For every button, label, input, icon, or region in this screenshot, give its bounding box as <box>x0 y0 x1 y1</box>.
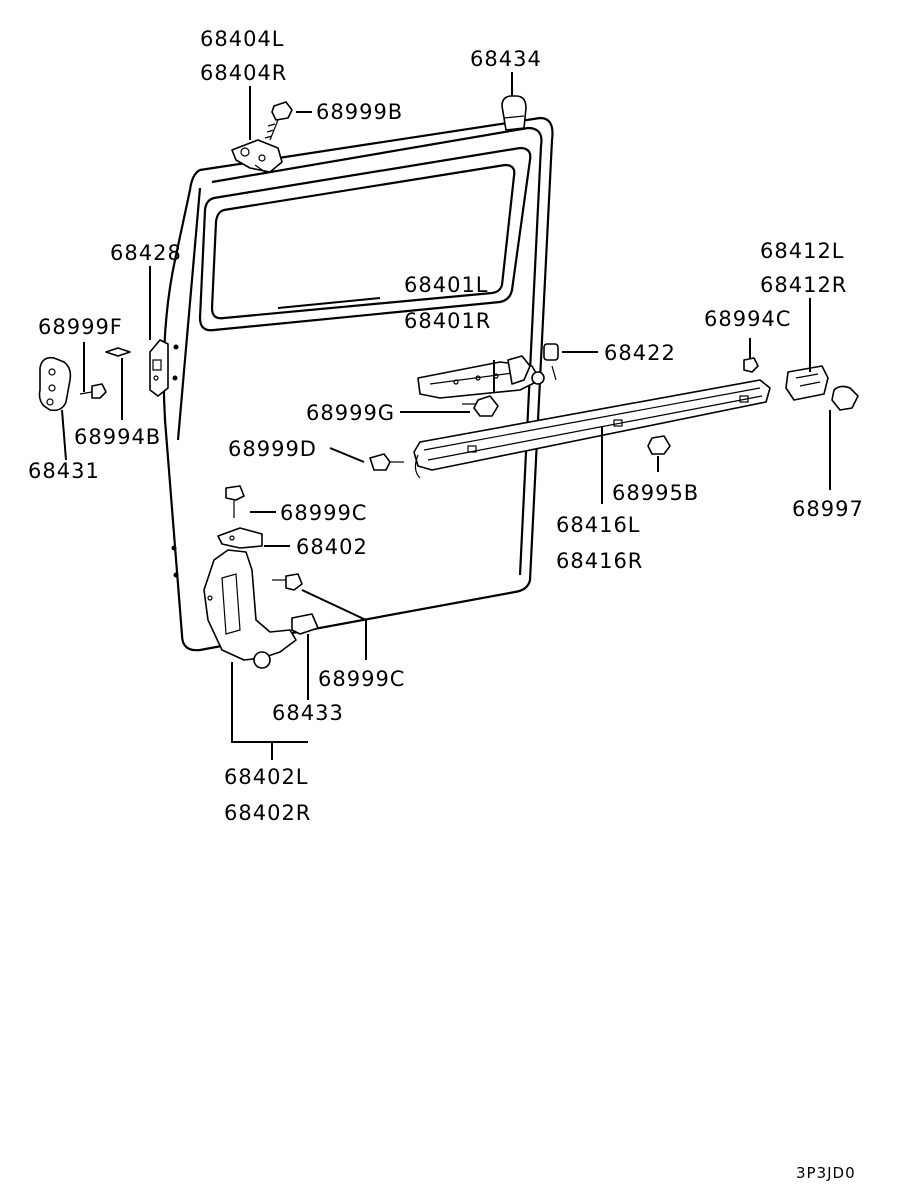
label-68999C-top: 68999C <box>280 501 367 525</box>
label-68401R: 68401R <box>404 309 491 333</box>
drawing-code: 3P3JD0 <box>796 1164 856 1182</box>
end-stopper-68412 <box>785 365 829 401</box>
label-68434: 68434 <box>470 47 542 71</box>
screw-68994B <box>105 347 131 357</box>
sleeve-68422 <box>543 343 559 361</box>
cap-68434 <box>501 95 527 131</box>
label-68404R: 68404R <box>200 61 287 85</box>
striker-68428 <box>149 339 169 397</box>
part-labels: 68404L 68404R 68999B 68434 68428 68401L … <box>28 27 864 1182</box>
bolt-68999C-top <box>225 485 245 518</box>
bolt-68999C-bottom <box>272 573 303 591</box>
bolt-68999D <box>369 453 404 471</box>
label-68404L: 68404L <box>200 27 285 51</box>
upper-hinge-part <box>231 139 283 173</box>
label-68412L: 68412L <box>760 239 845 263</box>
label-68402: 68402 <box>296 535 368 559</box>
label-68994C: 68994C <box>704 307 791 331</box>
label-68428: 68428 <box>110 241 182 265</box>
screw-68994C <box>743 357 759 373</box>
label-68994B: 68994B <box>74 425 161 449</box>
label-68999B: 68999B <box>316 100 403 124</box>
label-68412R: 68412R <box>760 273 847 297</box>
label-68999C-bottom: 68999C <box>318 667 405 691</box>
label-68402R: 68402R <box>224 801 311 825</box>
guide-68433 <box>291 613 319 635</box>
plate-68402 <box>217 527 263 549</box>
label-68402L: 68402L <box>224 765 309 789</box>
label-68999G: 68999G <box>306 401 395 425</box>
label-68401L: 68401L <box>404 273 489 297</box>
leader-lines <box>61 72 831 760</box>
label-68416L: 68416L <box>556 513 641 537</box>
label-68416R: 68416R <box>556 549 643 573</box>
bolt-68999B <box>264 101 293 141</box>
center-roller-68401 <box>417 355 557 399</box>
label-68422: 68422 <box>604 341 676 365</box>
label-68995B: 68995B <box>612 481 699 505</box>
rail-68416 <box>413 379 771 479</box>
bracket-68431 <box>38 356 72 412</box>
label-68431: 68431 <box>28 459 100 483</box>
label-68997: 68997 <box>792 497 864 521</box>
label-68999D: 68999D <box>228 437 317 461</box>
label-68433: 68433 <box>272 701 344 725</box>
door-panel <box>162 116 554 652</box>
label-68999F: 68999F <box>38 315 123 339</box>
lower-hinge-68402 <box>203 549 297 669</box>
nut-68995B <box>647 435 671 455</box>
bolt-68999G <box>462 395 499 417</box>
bumper-68997 <box>831 385 859 411</box>
bolt-68999F <box>79 383 107 399</box>
